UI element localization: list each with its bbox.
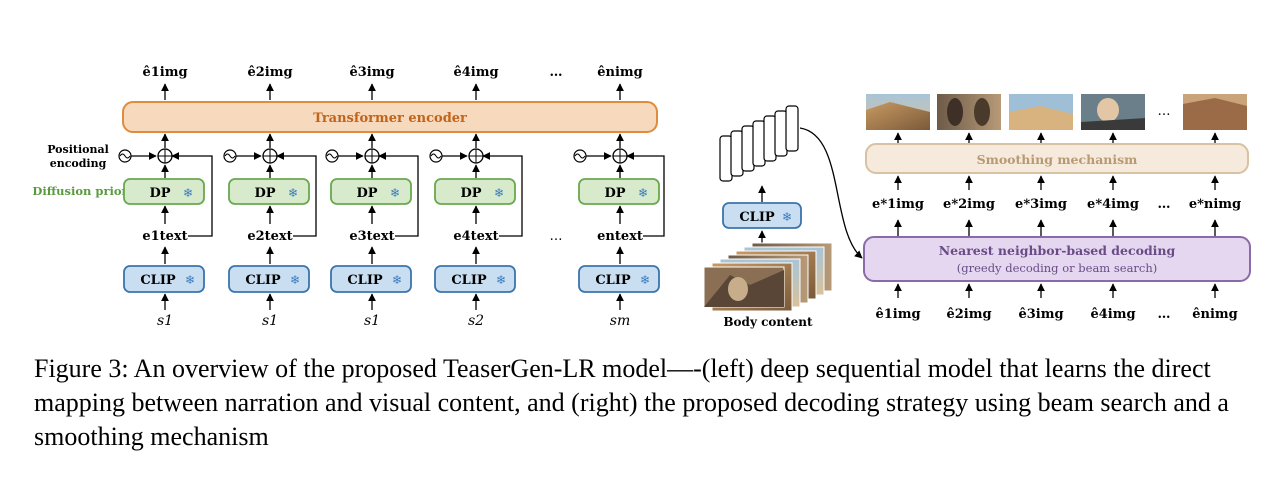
clip-label-1: CLIP	[140, 273, 176, 288]
smoothing-arrows	[894, 175, 1219, 190]
snowflake-icon: ❄	[390, 186, 400, 200]
input-sentence-4: s2	[468, 313, 484, 329]
left-output-2: ê2img	[247, 65, 292, 80]
dp-label-4: DP	[460, 186, 481, 201]
text-embedding-2: e2text	[247, 229, 292, 244]
decoded-embedding-1: e*1img	[872, 197, 924, 212]
left-output-labels: ê1img ê2img ê3img ê4img … ênimg	[142, 65, 642, 80]
decoded-embedding-2: e*2img	[943, 197, 995, 212]
dp-box-4	[434, 178, 516, 205]
clip-label-n: CLIP	[595, 273, 631, 288]
clip-box-3	[330, 265, 412, 293]
left-output-1: ê1img	[142, 65, 187, 80]
output-frame-2	[937, 94, 1001, 130]
clip-box-n	[578, 265, 660, 293]
curved-arrow	[799, 127, 863, 259]
embedding-stack-icon	[719, 105, 799, 182]
input-sentence-1: s1	[157, 313, 173, 329]
decoded-embedding-n: e*nimg	[1189, 197, 1241, 212]
dp-label-2: DP	[254, 186, 275, 201]
clip-label-2: CLIP	[245, 273, 281, 288]
right-input-embeddings: ê1img ê2img ê3img ê4img … ênimg	[875, 307, 1237, 322]
column-2: DP ❄ e2text CLIP ❄ s1	[223, 133, 317, 329]
dp-box-3	[330, 178, 412, 205]
input-sentence-2: s1	[262, 313, 278, 329]
output-frame-1	[866, 94, 930, 130]
decoded-embedding-4: e*4img	[1087, 197, 1139, 212]
body-content-label: Body content	[723, 315, 813, 329]
figure-diagram: ê1img ê2img ê3img ê4img … ênimg Transfor…	[32, 65, 1251, 329]
body-clip-label: CLIP	[739, 210, 775, 225]
nn-in-arrows	[894, 283, 1219, 298]
right-input-2: ê2img	[946, 307, 991, 322]
output-frame-4	[1081, 94, 1145, 130]
text-embedding-n: entext	[597, 229, 643, 244]
decoded-embedding-ellipsis: …	[1158, 197, 1171, 212]
dp-label-n: DP	[604, 186, 625, 201]
output-frames-ellipsis: …	[1158, 104, 1171, 119]
left-output-ellipsis: …	[550, 65, 563, 80]
right-input-4: ê4img	[1090, 307, 1135, 322]
nn-decoding-sublabel: (greedy decoding or beam search)	[957, 261, 1158, 275]
right-input-ellipsis: …	[1158, 307, 1171, 322]
diffusion-prior-label: Diffusion prior	[32, 184, 128, 198]
dp-label-1: DP	[149, 186, 170, 201]
clip-label-3: CLIP	[347, 273, 383, 288]
column-3: DP ❄ e3text CLIP ❄ s1	[325, 133, 419, 329]
clip-box-2	[228, 265, 310, 293]
right-input-n: ênimg	[1192, 307, 1238, 322]
snowflake-icon: ❄	[392, 273, 402, 287]
smoothing-label: Smoothing mechanism	[977, 152, 1138, 167]
frame-arrows	[894, 132, 1219, 143]
output-frame-n	[1183, 94, 1247, 130]
smoothing-box	[865, 143, 1249, 174]
dp-box-2	[228, 178, 310, 205]
snowflake-icon: ❄	[782, 210, 792, 224]
dp-box-n	[578, 178, 660, 205]
right-input-1: ê1img	[875, 307, 920, 322]
body-clip-box	[722, 202, 802, 229]
column-1: DP ❄ e1text CLIP ❄ s1	[118, 133, 213, 329]
text-embedding-1: e1text	[142, 229, 187, 244]
dp-label-3: DP	[356, 186, 377, 201]
encoding-label: encoding	[50, 157, 107, 170]
clip-box-4	[434, 265, 516, 293]
snowflake-icon: ❄	[494, 186, 504, 200]
nn-decoding-box	[863, 236, 1251, 282]
body-content-frames	[703, 242, 833, 312]
output-arrows	[161, 83, 624, 100]
decoded-embedding-3: e*3img	[1015, 197, 1067, 212]
text-embedding-3: e3text	[349, 229, 394, 244]
transformer-encoder-label: Transformer encoder	[313, 111, 467, 126]
snowflake-icon: ❄	[638, 186, 648, 200]
right-input-3: ê3img	[1018, 307, 1063, 322]
left-output-n: ênimg	[597, 65, 643, 80]
left-output-3: ê3img	[349, 65, 394, 80]
output-frame-3	[1009, 94, 1073, 130]
column-n: DP ❄ entext CLIP ❄ sm	[573, 133, 665, 329]
snowflake-icon: ❄	[185, 273, 195, 287]
snowflake-icon: ❄	[290, 273, 300, 287]
output-frames: …	[866, 94, 1247, 130]
input-sentence-m: sm	[610, 313, 630, 329]
nn-decoding-label: Nearest neighbor-based decoding	[939, 243, 1176, 258]
column-4: DP ❄ e4text CLIP ❄ s2	[429, 133, 523, 329]
snowflake-icon: ❄	[640, 273, 650, 287]
input-sentence-3: s1	[364, 313, 380, 329]
transformer-encoder-box	[122, 101, 658, 133]
snowflake-icon: ❄	[183, 186, 193, 200]
snowflake-icon: ❄	[288, 186, 298, 200]
dp-box-1	[123, 178, 205, 205]
text-embedding-ellipsis: …	[550, 229, 563, 244]
snowflake-icon: ❄	[496, 273, 506, 287]
nn-up-arrows	[894, 219, 1219, 236]
figure-caption: Figure 3: An overview of the proposed Te…	[34, 354, 1229, 451]
text-embedding-4: e4text	[453, 229, 498, 244]
clip-box-1	[123, 265, 205, 293]
left-output-4: ê4img	[453, 65, 498, 80]
decoded-embeddings: e*1img e*2img e*3img e*4img … e*nimg	[872, 197, 1241, 212]
positional-label: Positional	[47, 143, 109, 156]
clip-label-4: CLIP	[451, 273, 487, 288]
